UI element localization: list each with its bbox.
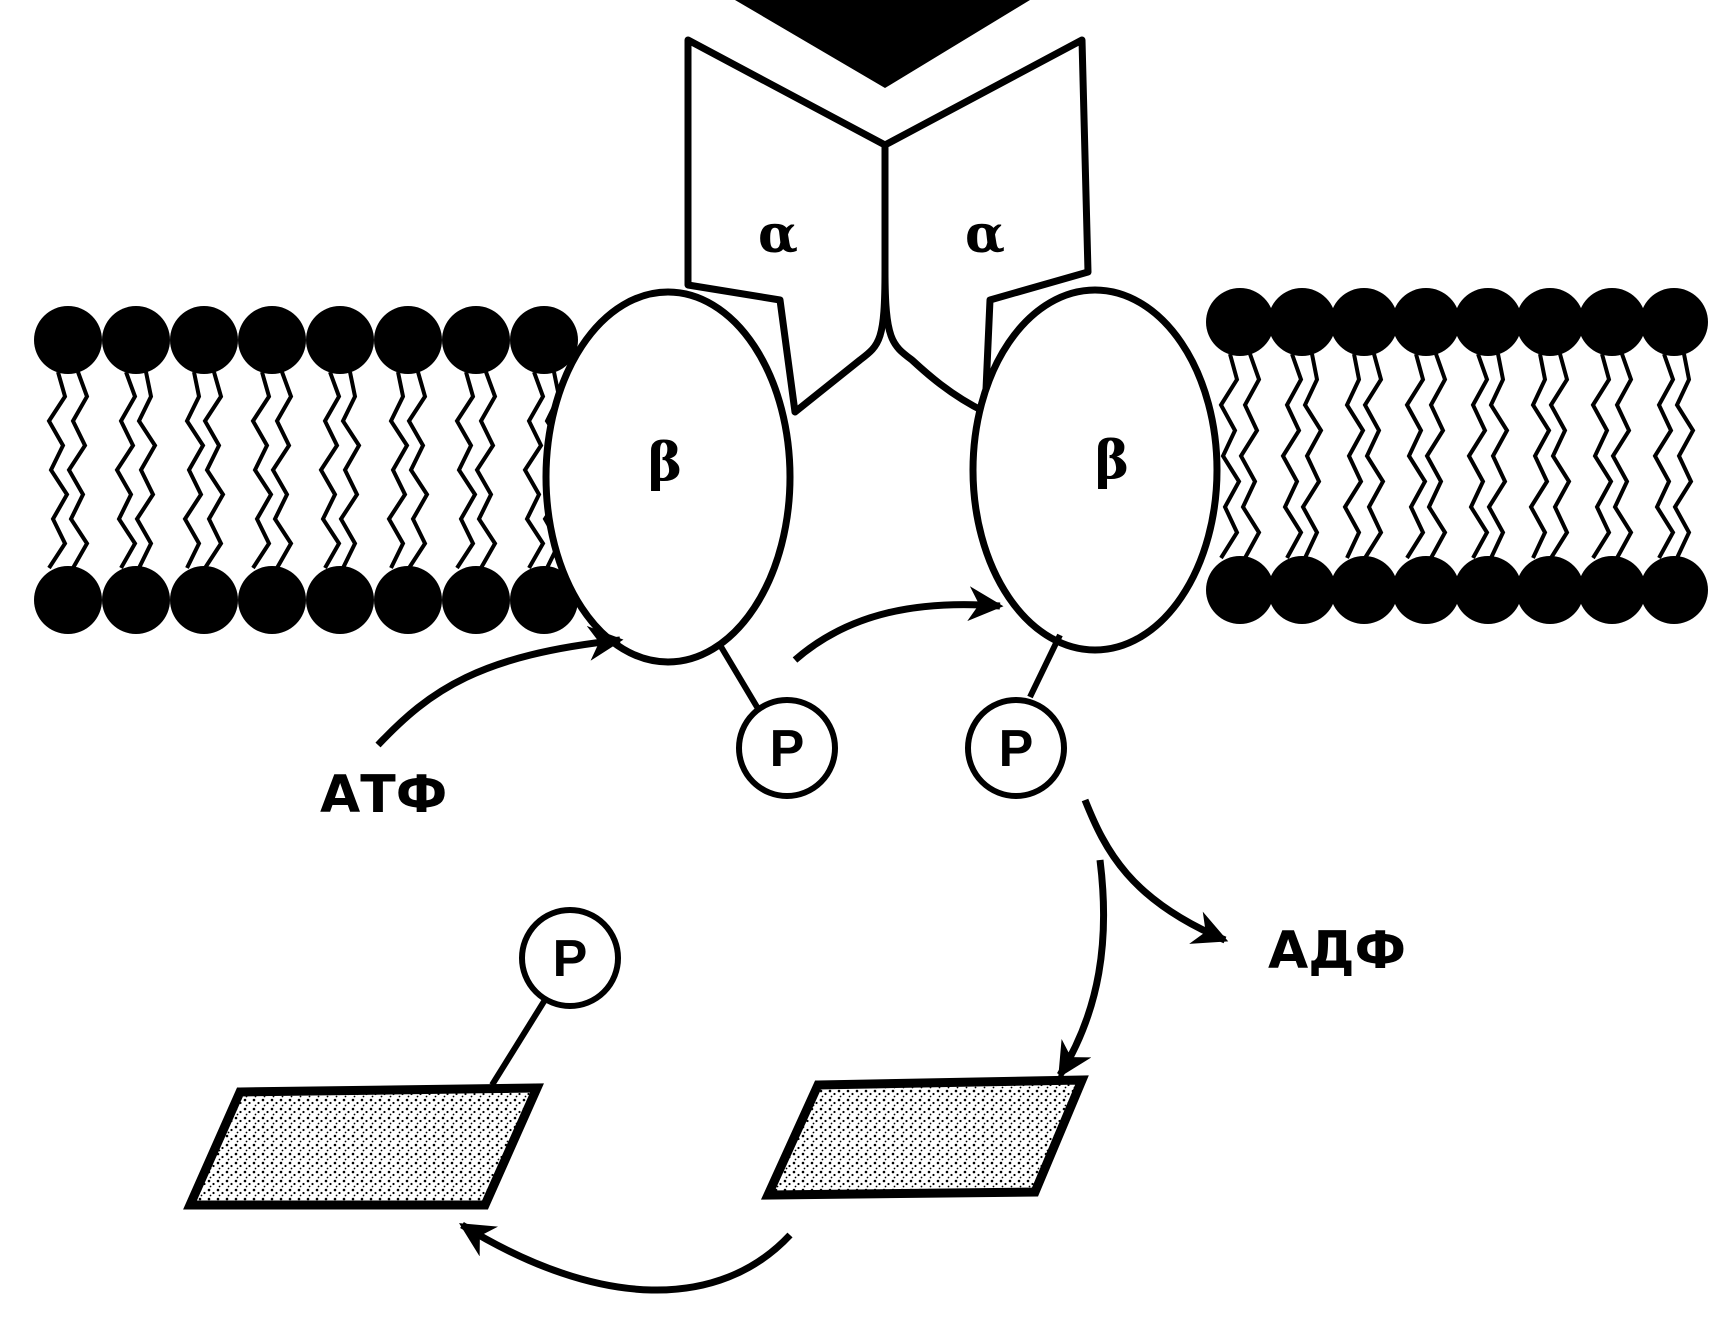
lipid-tail — [474, 371, 498, 569]
lipid-head — [238, 306, 306, 374]
lipid-tail — [1218, 353, 1242, 560]
phosphate-substrate-label: P — [553, 930, 588, 988]
lipid-tail — [1238, 353, 1262, 559]
lipid-head — [442, 566, 510, 634]
substrate-unphosphorylated — [760, 1075, 1089, 1200]
lipid-tail — [1466, 353, 1490, 559]
lipid-head — [374, 566, 442, 634]
lipid-tail — [522, 371, 546, 569]
lipid-head — [1268, 288, 1336, 356]
lipid-tail — [1590, 353, 1614, 560]
lipid-head — [1330, 556, 1398, 624]
lipid-tail — [1528, 353, 1552, 559]
lipid-head — [1516, 556, 1584, 624]
lipid-head — [34, 566, 102, 634]
phosphate-left — [736, 697, 838, 799]
lipid-head — [374, 306, 442, 374]
lipid-head — [1392, 288, 1460, 356]
lipid-head — [1454, 288, 1522, 356]
phosphate-right — [965, 697, 1067, 799]
lipid-head — [170, 566, 238, 634]
phosphate-left-label: P — [770, 720, 805, 778]
alpha-subunit-right — [881, 36, 1092, 416]
lipid-tail — [386, 371, 410, 569]
arrow-substrate-return — [459, 1222, 793, 1294]
lipid-tail — [46, 371, 70, 570]
lipid-head — [1640, 556, 1708, 624]
membrane-left — [34, 306, 578, 634]
phosphate-substrate — [519, 907, 621, 1009]
lipid-head — [510, 306, 578, 374]
lipid-tail — [1280, 353, 1304, 559]
phosphate-stem-right — [1027, 633, 1063, 699]
lipid-tail — [1404, 353, 1428, 560]
alpha-left-label: α — [758, 204, 798, 265]
lipid-tail — [1548, 353, 1572, 560]
lipid-tail — [1652, 353, 1676, 559]
lipid-head — [1578, 556, 1646, 624]
lipid-tail — [250, 371, 274, 570]
beta-subunit-right — [969, 286, 1221, 654]
phosphate-right-label: P — [999, 720, 1034, 778]
lipid-tail — [1342, 353, 1366, 559]
arrow-to-substrate — [1057, 859, 1108, 1078]
lipid-tail — [1610, 353, 1634, 559]
lipid-tail — [1672, 353, 1696, 559]
lipid-tail — [1486, 353, 1510, 559]
lipid-tail — [1300, 353, 1324, 559]
lipid-tail — [318, 371, 342, 569]
phosphate-stem-substrate — [489, 993, 551, 1087]
lipid-head — [34, 306, 102, 374]
beta-left-label: β — [648, 432, 683, 493]
lipid-tail — [182, 371, 206, 569]
lipid-tail — [66, 371, 90, 569]
lipid-tail — [1424, 353, 1448, 559]
arrow-to-adp — [1081, 798, 1229, 944]
beta-right-label: β — [1095, 430, 1130, 491]
substrate-phosphorylated — [183, 1083, 544, 1210]
lipid-head — [1454, 556, 1522, 624]
adp-label: АДФ — [1268, 921, 1406, 981]
lipid-head — [1330, 288, 1398, 356]
phosphate-stem-left — [717, 643, 763, 714]
lipid-head — [102, 306, 170, 374]
lipid-head — [1640, 288, 1708, 356]
lipid-head — [1392, 556, 1460, 624]
alpha-right-label: α — [965, 204, 1005, 265]
ligand-arrow-icon — [735, 0, 1030, 88]
lipid-head — [1268, 556, 1336, 624]
arrow-atp-to-beta — [375, 625, 624, 748]
lipid-head — [306, 566, 374, 634]
lipid-head — [306, 306, 374, 374]
lipid-tail — [134, 371, 158, 569]
lipid-tail — [454, 371, 478, 570]
beta-subunit-left — [542, 288, 794, 666]
lipid-head — [1578, 288, 1646, 356]
lipid-tail — [270, 371, 294, 569]
lipid-tail — [338, 371, 362, 569]
lipid-tail — [406, 371, 430, 570]
lipid-head — [442, 306, 510, 374]
arrow-beta-transfer — [792, 586, 1004, 663]
lipid-head — [1206, 288, 1274, 356]
membrane-right — [1206, 288, 1708, 624]
lipid-head — [1206, 556, 1274, 624]
lipid-head — [1516, 288, 1584, 356]
lipid-head — [102, 566, 170, 634]
lipid-tail — [114, 371, 138, 569]
lipid-tail — [202, 371, 226, 570]
lipid-head — [510, 566, 578, 634]
lipid-tail — [1362, 353, 1386, 560]
lipid-head — [170, 306, 238, 374]
lipid-head — [238, 566, 306, 634]
atp-label: АТФ — [320, 765, 447, 825]
